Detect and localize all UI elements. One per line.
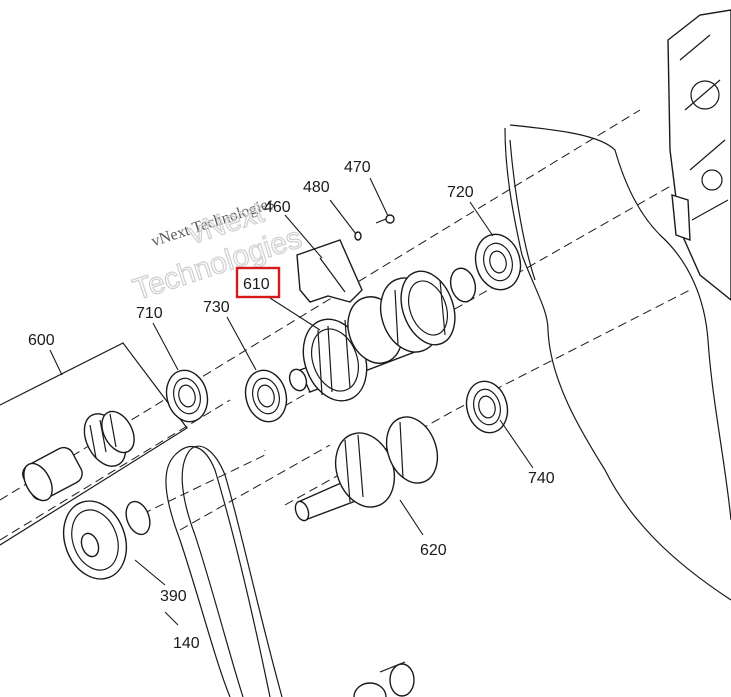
bottom-gear-partial — [353, 661, 415, 697]
leader-lines — [49, 177, 534, 626]
part-730-bearing — [244, 369, 288, 423]
callout-470: 470 — [344, 159, 371, 176]
part-620-shaft — [294, 416, 439, 522]
part-600-assembly — [0, 342, 188, 546]
part-740-bearing — [465, 380, 509, 434]
part-710-bearing — [165, 369, 209, 423]
callout-740: 740 — [528, 470, 555, 487]
callout-390: 390 — [160, 588, 187, 605]
part-470-480-fasteners — [354, 214, 395, 241]
housing-outline — [504, 124, 731, 601]
callout-480: 480 — [303, 179, 330, 196]
callout-460: 460 — [264, 199, 291, 216]
highlight-box-610 — [235, 266, 281, 299]
callout-labels: 470 480 460 720 610 710 730 600 740 620 … — [28, 159, 555, 652]
callout-620: 620 — [420, 542, 447, 559]
callout-600: 600 — [28, 332, 55, 349]
cover-part — [667, 9, 731, 301]
callout-720: 720 — [447, 184, 474, 201]
part-720-bearing — [449, 233, 522, 303]
callout-710: 710 — [136, 305, 163, 322]
part-610-shaft — [288, 270, 456, 402]
belt-part — [165, 445, 283, 697]
callout-730: 730 — [203, 299, 230, 316]
callout-610: 610 — [243, 276, 270, 293]
callout-140: 140 — [173, 635, 200, 652]
part-390-gear — [62, 500, 151, 580]
part-460-bracket — [296, 239, 363, 303]
